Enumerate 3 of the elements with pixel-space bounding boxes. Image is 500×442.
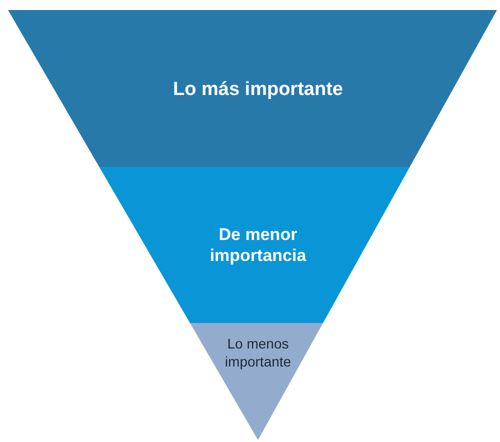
band-label: De menor importancia bbox=[208, 224, 308, 266]
band-label: Lo menos importante bbox=[224, 336, 292, 370]
band-label: Lo más importante bbox=[172, 78, 344, 102]
